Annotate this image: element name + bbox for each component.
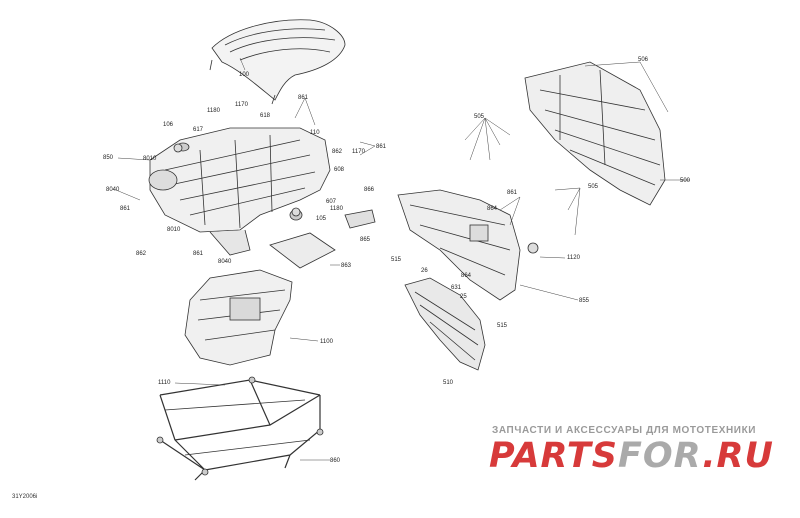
callout-855: 855 bbox=[579, 298, 590, 304]
callout-617: 617 bbox=[193, 127, 204, 133]
callout-618: 618 bbox=[260, 113, 271, 119]
callout-8010-b: 8010 bbox=[167, 227, 181, 233]
brand-logo-part1: PARTS bbox=[489, 436, 618, 476]
callout-1120: 1120 bbox=[567, 255, 580, 261]
callout-866: 866 bbox=[364, 187, 375, 193]
frame-part bbox=[159, 379, 321, 481]
callout-1170-b: 1170 bbox=[352, 149, 365, 155]
brand-logo-part2: FOR bbox=[618, 436, 703, 476]
callout-8040: 8040 bbox=[106, 187, 120, 193]
callout-607: 607 bbox=[326, 199, 337, 205]
callout-106: 106 bbox=[163, 122, 174, 128]
brand-tagline: ЗАПЧАСТИ И АКСЕССУАРЫ ДЛЯ МОТОТЕХНИКИ bbox=[492, 425, 757, 436]
callout-1110: 1110 bbox=[158, 380, 171, 386]
callout-631: 631 bbox=[451, 285, 462, 291]
callout-515-b: 515 bbox=[497, 323, 508, 329]
callout-506: 506 bbox=[638, 57, 649, 63]
callout-515: 515 bbox=[391, 257, 402, 263]
callout-1180-b: 1180 bbox=[330, 206, 343, 212]
callout-25: 25 bbox=[460, 294, 467, 300]
callout-864: 864 bbox=[487, 206, 498, 212]
callout-510: 510 bbox=[443, 380, 454, 386]
callout-861-b: 861 bbox=[376, 144, 387, 150]
callout-864-b: 864 bbox=[461, 273, 472, 279]
skid-plate-part bbox=[269, 232, 336, 269]
callout-861-d: 861 bbox=[507, 190, 518, 196]
callout-505-b: 505 bbox=[588, 184, 599, 190]
callout-26: 26 bbox=[421, 268, 428, 274]
seat-part bbox=[211, 19, 346, 101]
brand-logo-part3: .RU bbox=[702, 436, 774, 476]
callout-505: 505 bbox=[474, 114, 485, 120]
callout-500: 500 bbox=[680, 178, 691, 184]
callout-1100: 1100 bbox=[320, 339, 333, 345]
diagram-code: 31Y2006i bbox=[12, 494, 38, 500]
callout-861-c: 861 bbox=[120, 206, 131, 212]
callout-105: 105 bbox=[316, 216, 327, 222]
callout-861-e: 861 bbox=[193, 251, 204, 257]
callout-100: 100 bbox=[239, 72, 250, 78]
lower-fender-part bbox=[404, 277, 486, 371]
callout-1180: 1180 bbox=[207, 108, 220, 114]
brand-logo: PARTSFOR.RU bbox=[489, 437, 774, 475]
callout-862-b: 862 bbox=[136, 251, 147, 257]
callout-608: 608 bbox=[334, 167, 345, 173]
callout-8040-b: 8040 bbox=[218, 259, 232, 265]
callout-110: 110 bbox=[310, 130, 320, 136]
callout-861: 861 bbox=[298, 95, 309, 101]
callout-1170: 1170 bbox=[235, 102, 248, 108]
bracket-part bbox=[344, 209, 376, 229]
callout-850: 850 bbox=[103, 155, 114, 161]
callout-8010: 8010 bbox=[143, 156, 157, 162]
callout-863: 863 bbox=[341, 263, 352, 269]
callout-865: 865 bbox=[360, 237, 371, 243]
callout-862: 862 bbox=[332, 149, 343, 155]
fender-bracket-part bbox=[397, 189, 521, 301]
rear-body-part bbox=[149, 127, 331, 233]
callout-860: 860 bbox=[330, 458, 341, 464]
